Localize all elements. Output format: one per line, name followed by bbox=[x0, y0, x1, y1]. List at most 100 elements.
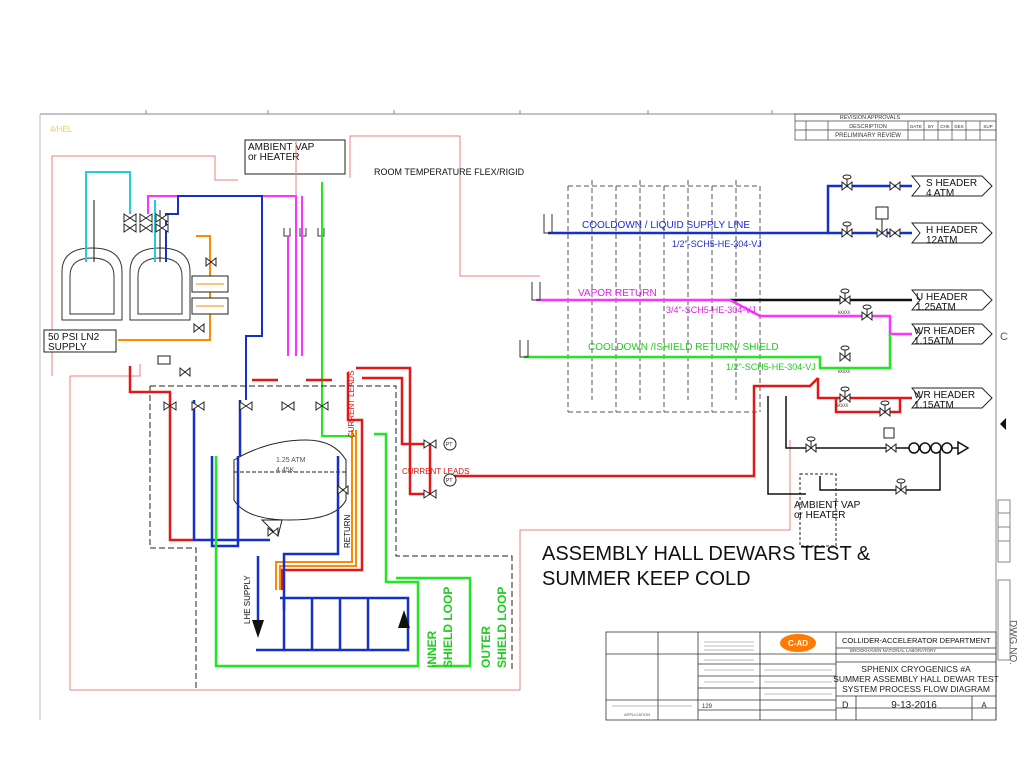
liquid-line-stub bbox=[543, 214, 553, 234]
sheet-number: 129 bbox=[702, 704, 713, 710]
vapor-return-label: VAPOR RETURN bbox=[578, 288, 657, 299]
vapor-line-stub bbox=[531, 282, 541, 301]
orange-heat-loop bbox=[275, 430, 357, 590]
wr-header-line bbox=[816, 378, 912, 414]
wr-header-value-2: 1.15ATM bbox=[914, 400, 954, 411]
revision-col-by: BY bbox=[928, 124, 934, 129]
pressure-transmitter-icon bbox=[423, 437, 457, 499]
zone-arrow-icon bbox=[1000, 418, 1006, 430]
lab-name: BROOKHAVEN NATIONAL LABORATORY bbox=[850, 648, 936, 653]
application-label: APPLICATION bbox=[624, 712, 650, 717]
s-header-name: S HEADER bbox=[926, 178, 977, 189]
cooldown-shield-spec: 1/2"-SCH5-HE-304-VJ bbox=[726, 362, 816, 372]
current-leads-vertical: CURRENT LEADS bbox=[347, 371, 356, 438]
dewar-pressure: 1.25 ATM bbox=[276, 457, 306, 464]
ln2-valve-cluster-icon bbox=[123, 213, 217, 334]
revision-letter: A bbox=[981, 701, 987, 710]
wr-header-name-1: WR HEADER bbox=[914, 326, 975, 337]
drawing-main-title-line1: ASSEMBLY HALL DEWARS TEST & bbox=[542, 543, 871, 565]
zone-label-c: C bbox=[1000, 331, 1008, 343]
u-header-valve-icon bbox=[839, 288, 873, 322]
shield-return-line bbox=[524, 334, 892, 370]
title-block bbox=[605, 631, 997, 721]
exhaust-line bbox=[767, 396, 960, 495]
right-edge-ticks bbox=[997, 499, 1011, 661]
exhaust-valve-icon bbox=[805, 427, 907, 496]
ambient-vaporizer-bottom bbox=[799, 473, 837, 547]
ln2-supply-line2: SUPPLY bbox=[48, 342, 87, 353]
valve-tag: HXXXX bbox=[836, 403, 849, 408]
ln2-supply-box bbox=[43, 329, 117, 353]
pt-label-2: PT bbox=[446, 478, 452, 484]
h-header-value: 12ATM bbox=[926, 235, 958, 246]
dewar-temperature: 4.45K bbox=[276, 467, 295, 474]
inner-shield-label-1: INNER bbox=[425, 630, 439, 668]
header-valve-icon bbox=[841, 174, 901, 239]
ambient-vap-top-line2: or HEATER bbox=[248, 152, 300, 163]
dewar-valve-icon bbox=[157, 355, 349, 538]
main-dewar bbox=[233, 439, 347, 537]
valve-tag: HXXXX bbox=[838, 369, 851, 374]
flow-meter-icon bbox=[908, 440, 970, 456]
cooldown-liquid-spec: 1/2"-SCH5-HE-304-VJ bbox=[672, 239, 762, 249]
top-stubs bbox=[283, 228, 325, 237]
revision-col-sup: SUP bbox=[983, 124, 992, 129]
current-leads-horizontal: CURRENT LEADS bbox=[402, 467, 469, 476]
u-header-name: U HEADER bbox=[916, 292, 968, 303]
ambient-vap-top-line1: AMBIENT VAP bbox=[248, 142, 315, 153]
u-header-value: 1.25ATM bbox=[916, 302, 956, 313]
outer-shield-label-2: SHIELD LOOP bbox=[495, 587, 509, 668]
ln2-supply-line1: 50 PSI LN2 bbox=[48, 332, 100, 343]
title-block-fineprint bbox=[612, 641, 832, 707]
ln2-dewars bbox=[61, 247, 191, 321]
corner-mark: 4/HEL bbox=[50, 125, 73, 134]
revision-col-description: DESCRIPTION bbox=[849, 124, 887, 130]
department-name: COLLIDER-ACCELERATOR DEPARTMENT bbox=[842, 636, 991, 645]
drawing-title-line2: SUMMER ASSEMBLY HALL DEWAR TEST bbox=[833, 674, 999, 684]
drawing-date: 9-13-2016 bbox=[891, 700, 937, 711]
return-label: RETURN bbox=[343, 514, 352, 548]
wr-valve-icon bbox=[839, 386, 891, 418]
revision-row-text: PRELIMINARY REVIEW bbox=[835, 133, 901, 139]
room-temp-label: ROOM TEMPERATURE FLEX/RIGID bbox=[374, 167, 525, 177]
flow-down-arrow-icon bbox=[252, 620, 264, 638]
red-return-lines bbox=[128, 366, 819, 590]
ambient-vap-bottom-line2: or HEATER bbox=[794, 510, 846, 521]
cad-logo-icon bbox=[780, 634, 816, 652]
revision-title: REVISION APPROVALS bbox=[840, 115, 901, 121]
ln2-supply-piping bbox=[85, 171, 297, 400]
ambient-vaporizer-top bbox=[244, 139, 346, 175]
revision-block bbox=[794, 113, 997, 141]
revision-col-chk: CHK bbox=[940, 124, 950, 129]
drawing-main-title-line2: SUMMER KEEP COLD bbox=[542, 568, 751, 590]
pt-label-1: PT bbox=[446, 442, 452, 448]
inner-shield-label-2: SHIELD LOOP bbox=[441, 587, 455, 668]
ambient-vap-bottom-line1: AMBIENT VAP bbox=[794, 500, 861, 511]
vapor-return-line bbox=[536, 298, 912, 336]
wr-header-name-2: WR HEADER bbox=[914, 390, 975, 401]
pink-flex-lines bbox=[51, 135, 791, 691]
vapor-return-spec: 3/4"-SCH5-HE-304-VJ bbox=[666, 305, 756, 315]
s-header-value: 4 ATM bbox=[926, 188, 954, 199]
h-header-name: H HEADER bbox=[926, 225, 978, 236]
revision-col-date: DATE bbox=[910, 124, 922, 129]
drawing-title-line1: SPHENIX CRYOGENICS #A bbox=[861, 664, 971, 674]
revision-col-des: DES bbox=[954, 124, 963, 129]
sheet-border bbox=[39, 110, 997, 720]
cooldown-liquid-label: COOLDOWN / LIQUID SUPPLY LINE bbox=[582, 220, 750, 231]
cad-logo-text: C-AD bbox=[788, 639, 808, 648]
drawing-title-line3: SYSTEM PROCESS FLOW DIAGRAM bbox=[842, 684, 990, 694]
sheet-size: D bbox=[842, 700, 849, 710]
shield-line-stub bbox=[519, 340, 529, 358]
lhe-supply-label: LHE SUPPLY bbox=[243, 575, 252, 624]
outer-shield-label-1: OUTER bbox=[479, 626, 493, 668]
blue-lhe-lines bbox=[192, 400, 410, 652]
wr-header-value-1: 1.15ATM bbox=[914, 336, 954, 347]
dwg-no-label: DWG.NO. bbox=[1007, 620, 1018, 665]
shield-valve-icon bbox=[839, 345, 851, 363]
valve-tag: HXXXX bbox=[838, 310, 851, 315]
header-flags bbox=[910, 175, 993, 409]
top-feed-lines bbox=[287, 140, 356, 437]
